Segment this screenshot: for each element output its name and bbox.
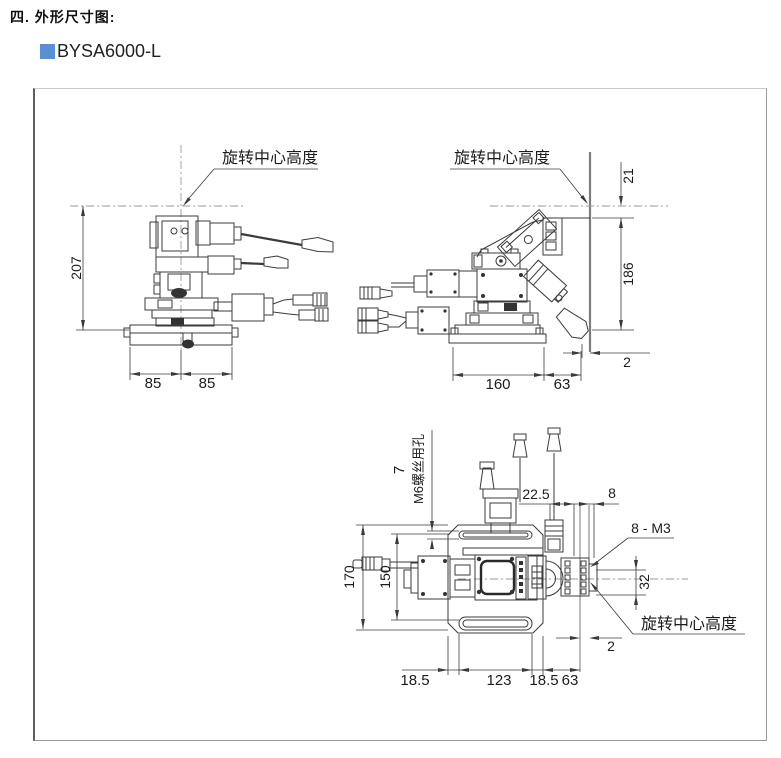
dim-top-edge: 8 — [608, 485, 616, 501]
dim-side-height: 186 — [620, 262, 636, 286]
section-heading: 四. 外形尺寸图: — [10, 9, 116, 25]
dim-front-base-left: 85 — [145, 375, 162, 392]
dim-top-pitch: 22.5 — [522, 486, 549, 502]
model-row: BYSA6000-L — [40, 41, 161, 62]
dim-front-height: 207 — [68, 256, 84, 280]
dim-front-base-right: 85 — [199, 375, 216, 392]
dim-top-slot: 7 — [391, 466, 408, 474]
top-view-drawing: 7 M6螺丝用孔 22.5 8 8 - M3 32 旋转中心高度 — [341, 427, 745, 689]
top-rotation-label: 旋转中心高度 — [641, 615, 737, 633]
dimension-drawing-svg: 旋转中心高度 207 — [68, 145, 745, 689]
dim-top-overhang: 63 — [562, 672, 579, 689]
dim-top-gap: 2 — [607, 638, 615, 654]
dim-top-connector: 32 — [636, 574, 652, 590]
front-view-drawing: 旋转中心高度 207 — [68, 145, 334, 392]
dim-side-base: 160 — [485, 376, 510, 393]
dim-top-depth: 170 — [341, 565, 357, 589]
model-label: BYSA6000-L — [57, 41, 162, 61]
front-rotation-label: 旋转中心高度 — [222, 149, 318, 167]
dimension-figure: 旋转中心高度 207 — [33, 88, 767, 741]
dim-top-center: 123 — [486, 672, 511, 689]
top-m3-label: 8 - M3 — [631, 520, 671, 536]
dim-top-left: 18.5 — [400, 672, 429, 689]
model-bullet-icon — [40, 44, 55, 59]
side-rotation-label: 旋转中心高度 — [454, 149, 550, 167]
top-m6-label: M6螺丝用孔 — [411, 434, 426, 504]
dim-side-overhang: 63 — [554, 376, 571, 393]
dim-side-gap: 2 — [623, 354, 631, 370]
dim-side-top: 21 — [620, 168, 636, 184]
dim-top-right: 18.5 — [529, 672, 558, 689]
dim-top-inner: 150 — [377, 565, 393, 589]
side-view-drawing: 旋转中心高度 21 186 2 160 63 — [357, 149, 668, 393]
